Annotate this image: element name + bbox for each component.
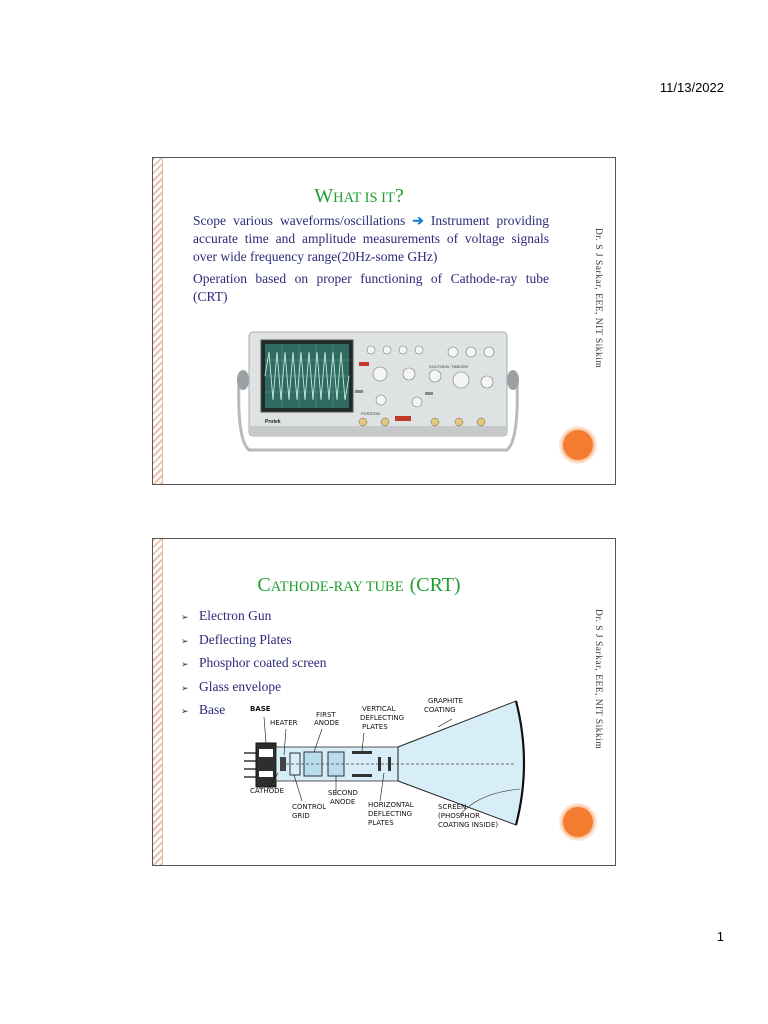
author-credit: Dr. S J Sarkar, EEE, NIT Sikkim xyxy=(593,609,603,750)
list-item: ➢Base xyxy=(181,699,326,723)
bullet-arrow-icon: ➢ xyxy=(181,706,189,716)
svg-text:BASE: BASE xyxy=(250,705,271,713)
svg-text:VERTICAL: VERTICAL xyxy=(362,705,396,713)
svg-text:ANODE: ANODE xyxy=(314,719,339,727)
decorative-band xyxy=(153,158,163,484)
svg-text:SCREEN: SCREEN xyxy=(438,803,466,811)
svg-text:DEFLECTING: DEFLECTING xyxy=(368,810,412,818)
list-item: ➢Glass envelope xyxy=(181,676,326,700)
svg-text:HEATER: HEATER xyxy=(270,719,298,727)
slide-what-is-it: WHAT IS IT? Scope various waveforms/osci… xyxy=(152,157,616,485)
svg-text:DEFLECTING: DEFLECTING xyxy=(360,714,404,722)
svg-text:TIME/DIV: TIME/DIV xyxy=(451,364,469,369)
svg-text:COATING: COATING xyxy=(424,706,456,714)
svg-text:ANODE: ANODE xyxy=(330,798,355,806)
svg-text:PLATES: PLATES xyxy=(362,723,388,731)
slide-body: Scope various waveforms/oscillations ➔ I… xyxy=(193,212,549,310)
author-credit: Dr. S J Sarkar, EEE, NIT Sikkim xyxy=(593,228,603,369)
svg-text:CONTROL: CONTROL xyxy=(292,803,326,811)
orange-circle-decoration xyxy=(563,430,593,460)
svg-text:COATING INSIDE): COATING INSIDE) xyxy=(438,821,498,829)
svg-text:VOLTS/DIV: VOLTS/DIV xyxy=(429,364,450,369)
crt-diagram: BASE HEATER FIRST ANODE VERTICAL DEFLECT… xyxy=(244,697,526,829)
list-item: ➢Phosphor coated screen xyxy=(181,652,326,676)
component-list: ➢Electron Gun ➢Deflecting Plates ➢Phosph… xyxy=(181,605,326,723)
page-number: 1 xyxy=(716,929,724,944)
slide-title: WHAT IS IT? xyxy=(314,185,404,207)
svg-text:GRAPHITE: GRAPHITE xyxy=(428,697,463,705)
bullet-arrow-icon: ➢ xyxy=(181,682,189,693)
svg-text:(PHOSPHOR: (PHOSPHOR xyxy=(438,812,480,820)
bullet-arrow-icon: ➢ xyxy=(181,612,189,622)
paragraph-scope: Scope various waveforms/oscillations ➔ I… xyxy=(193,213,550,264)
svg-text:CATHODE: CATHODE xyxy=(250,787,284,795)
list-item: ➢Electron Gun xyxy=(181,605,326,629)
slide-crt: CATHODE-RAY TUBE (CRT) ➢Electron Gun ➢De… xyxy=(152,538,616,866)
svg-text:PLATES: PLATES xyxy=(368,819,394,827)
oscilloscope-image: Protek POSITION VOLTS/DIV TIME/DIV xyxy=(237,331,519,452)
bullet-arrow-icon: ➢ xyxy=(181,659,189,669)
bullet-arrow-icon: ➢ xyxy=(181,635,189,646)
svg-text:POSITION: POSITION xyxy=(361,411,380,416)
paragraph-operation: Operation based on proper functioning of… xyxy=(193,271,549,304)
slide-title: CATHODE-RAY TUBE (CRT) xyxy=(257,574,461,596)
svg-text:SECOND: SECOND xyxy=(328,789,358,797)
svg-text:FIRST: FIRST xyxy=(316,711,336,719)
arrow-right-icon: ➔ xyxy=(412,213,424,228)
list-item: ➢Deflecting Plates xyxy=(181,629,326,653)
svg-text:GRID: GRID xyxy=(292,812,310,820)
svg-text:Protek: Protek xyxy=(265,419,281,425)
orange-circle-decoration xyxy=(563,807,593,837)
decorative-band xyxy=(153,539,163,865)
svg-text:HORIZONTAL: HORIZONTAL xyxy=(368,801,414,809)
page-date: 11/13/2022 xyxy=(659,80,724,95)
